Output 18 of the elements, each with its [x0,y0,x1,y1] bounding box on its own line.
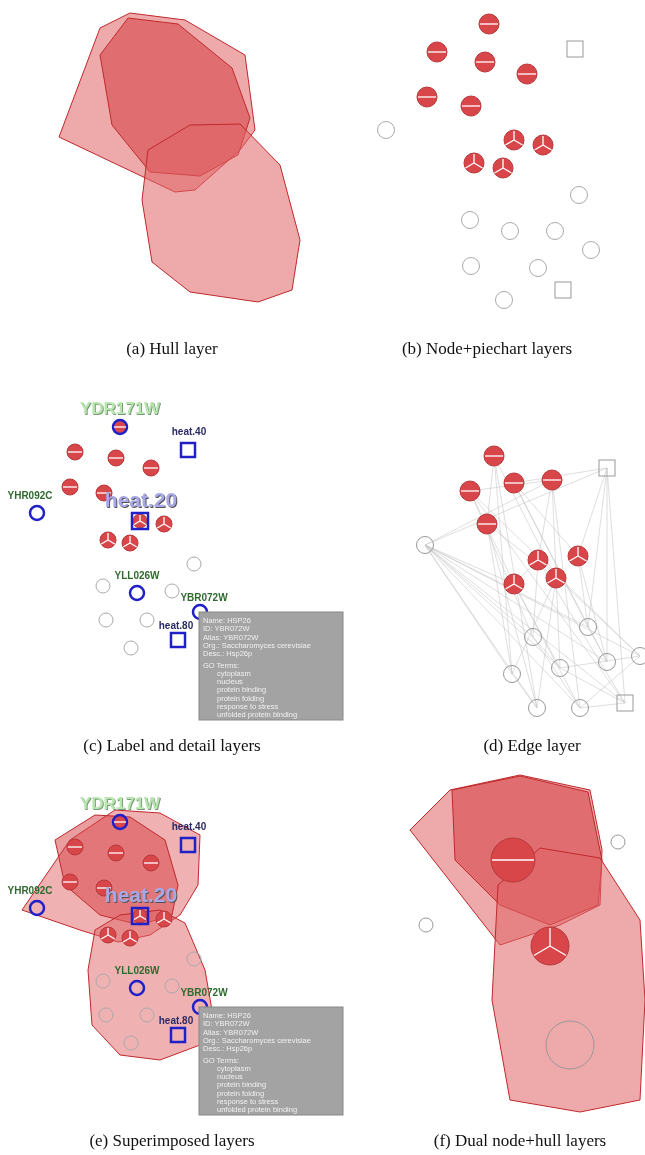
condition-label: heat.20 [104,883,178,905]
panel-caption: (d) Edge layer [483,736,581,754]
gene-label: YDR171W [79,399,161,417]
gene-label: YHR092C [7,491,53,501]
gene-label: YDR171W [79,794,161,812]
condition-label: heat.80 [158,621,194,631]
panel-caption: (a) Hull layer [126,339,218,357]
panel-caption: (e) Superimposed layers [89,1131,255,1149]
gene-label: YBR072W [180,593,228,603]
condition-label: heat.20 [104,488,178,510]
panel-caption: (b) Node+piechart layers [401,339,573,357]
gene-label: YLL026W [114,966,160,976]
gene-label: YBR072W [180,988,228,998]
panel-caption: (f) Dual node+hull layers [433,1131,607,1149]
condition-label: heat.40 [171,427,207,437]
gene-label: YLL026W [114,571,160,581]
panel-caption: (c) Label and detail layers [83,736,261,754]
condition-label: heat.80 [158,1016,194,1026]
